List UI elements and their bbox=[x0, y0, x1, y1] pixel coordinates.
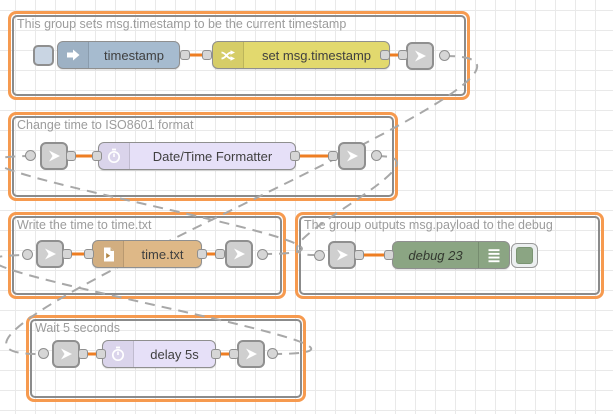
link-arrow-icon bbox=[415, 50, 426, 62]
group-set-timestamp[interactable]: This group sets msg.timestamp to be the … bbox=[8, 11, 470, 100]
file-icon bbox=[93, 241, 124, 267]
link-in-node[interactable] bbox=[52, 340, 80, 368]
linkin5-output-port[interactable] bbox=[78, 349, 88, 359]
debug-toggle-button[interactable] bbox=[511, 243, 538, 268]
inject-trigger-button[interactable] bbox=[33, 45, 54, 66]
timer-icon bbox=[103, 341, 134, 367]
link-arrow-icon bbox=[347, 150, 358, 162]
change-input-port[interactable] bbox=[202, 50, 212, 60]
linkout1-link-port[interactable] bbox=[439, 50, 450, 61]
linkin2-output-port[interactable] bbox=[66, 151, 76, 161]
link-arrow-icon bbox=[49, 150, 60, 162]
group-title: This group sets msg.timestamp to be the … bbox=[17, 17, 347, 31]
linkout3-input-port[interactable] bbox=[215, 249, 225, 259]
link-in-node[interactable] bbox=[328, 241, 356, 269]
link-arrow-icon bbox=[45, 248, 56, 260]
linkout1-input-port[interactable] bbox=[398, 50, 408, 60]
linkout2-link-port[interactable] bbox=[371, 150, 382, 161]
file-output-port[interactable] bbox=[197, 249, 207, 259]
inject-node-label: timestamp bbox=[104, 47, 164, 63]
link-arrow-icon bbox=[246, 348, 257, 360]
group-inner-border bbox=[30, 319, 302, 398]
link-in-node[interactable] bbox=[36, 240, 64, 268]
debug-toggle-indicator bbox=[516, 247, 533, 264]
file-node-label: time.txt bbox=[141, 246, 184, 262]
link-in-node[interactable] bbox=[40, 142, 68, 170]
link-arrow-icon bbox=[337, 249, 348, 261]
debug-node[interactable]: debug 23 bbox=[392, 241, 510, 269]
delay-output-port[interactable] bbox=[211, 349, 221, 359]
group-title: Wait 5 seconds bbox=[35, 321, 120, 335]
group-debug-output[interactable]: The group outputs msg.payload to the deb… bbox=[295, 212, 604, 299]
linkin3-output-port[interactable] bbox=[62, 249, 72, 259]
delay-node[interactable]: delay 5s bbox=[102, 340, 216, 368]
link-arrow-icon bbox=[234, 248, 245, 260]
linkout5-input-port[interactable] bbox=[229, 349, 239, 359]
link-wire-wait-to-file[interactable] bbox=[0, 254, 312, 355]
change-output-port[interactable] bbox=[380, 50, 390, 60]
timer-icon bbox=[99, 143, 130, 169]
datetime-formatter-node[interactable]: Date/Time Formatter bbox=[98, 142, 296, 170]
group-wait-5s[interactable]: Wait 5 seconds bbox=[26, 315, 306, 402]
link-wire-format-to-debug[interactable] bbox=[295, 155, 398, 256]
group-inner-border bbox=[12, 15, 466, 96]
inject-arrow-icon bbox=[58, 42, 89, 68]
linkin2-link-port[interactable] bbox=[25, 150, 36, 161]
debug-node-label: debug 23 bbox=[408, 247, 463, 263]
formatter-input-port[interactable] bbox=[92, 151, 102, 161]
group-title: Change time to ISO8601 format bbox=[17, 118, 194, 132]
linkout3-link-port[interactable] bbox=[257, 249, 268, 260]
link-out-node[interactable] bbox=[338, 142, 366, 170]
link-out-node[interactable] bbox=[225, 240, 253, 268]
debug-input-port[interactable] bbox=[384, 250, 394, 260]
inject-output-port[interactable] bbox=[180, 50, 190, 60]
inject-node[interactable]: timestamp bbox=[57, 41, 180, 69]
linkin4-output-port[interactable] bbox=[354, 250, 364, 260]
link-out-node[interactable] bbox=[237, 340, 265, 368]
link-wire-file-to-format[interactable] bbox=[0, 155, 303, 255]
link-arrow-icon bbox=[61, 348, 72, 360]
file-node[interactable]: time.txt bbox=[92, 240, 202, 268]
shuffle-icon bbox=[213, 42, 244, 68]
linkout2-input-port[interactable] bbox=[328, 151, 338, 161]
link-wire-timestamp-to-wait[interactable] bbox=[5, 55, 479, 355]
file-input-port[interactable] bbox=[84, 249, 94, 259]
group-title: Write the time to time.txt bbox=[17, 218, 152, 232]
formatter-output-port[interactable] bbox=[290, 151, 300, 161]
formatter-node-label: Date/Time Formatter bbox=[152, 148, 273, 164]
linkin4-link-port[interactable] bbox=[314, 250, 325, 261]
linkin3-link-port[interactable] bbox=[22, 249, 33, 260]
linkout5-link-port[interactable] bbox=[267, 348, 278, 359]
link-out-node[interactable] bbox=[406, 42, 434, 70]
delay-input-port[interactable] bbox=[96, 349, 106, 359]
group-title: The group outputs msg.payload to the deb… bbox=[304, 218, 553, 232]
group-inner-border bbox=[299, 216, 600, 295]
change-node[interactable]: set msg.timestamp bbox=[212, 41, 390, 69]
delay-node-label: delay 5s bbox=[150, 346, 199, 362]
linkin5-link-port[interactable] bbox=[38, 348, 49, 359]
debug-sidebar-icon bbox=[478, 242, 509, 268]
change-node-label: set msg.timestamp bbox=[261, 47, 372, 63]
